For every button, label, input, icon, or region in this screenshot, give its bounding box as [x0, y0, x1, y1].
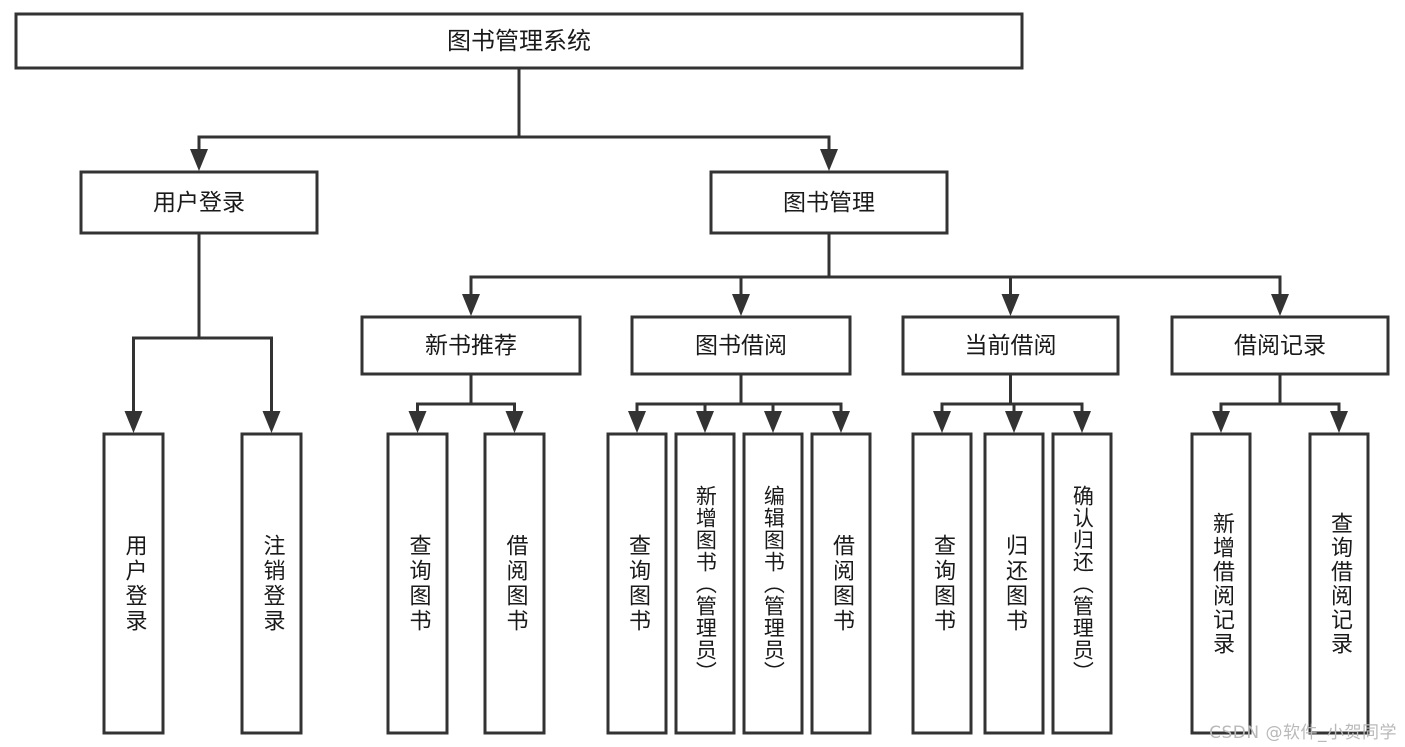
watermark-text: CSDN @软件_小贺同学 [1209, 723, 1397, 743]
arrow-head-icon [1212, 411, 1230, 433]
node-box-leaf-rec-query-record[interactable] [1308, 432, 1370, 735]
node-box-root[interactable] [14, 12, 1024, 70]
arrow-head-icon [505, 411, 524, 433]
node-label-book-manage: 图书管理 [783, 190, 875, 216]
arrow-head-icon [832, 411, 850, 433]
node-box-leaf-user-login[interactable] [102, 432, 165, 735]
node-label-borrow-record: 借阅记录 [1234, 333, 1326, 359]
node-label-new-book-rec: 新书推荐 [425, 333, 517, 359]
node-box-borrow-record[interactable] [1170, 315, 1390, 376]
node-box-leaf-borrow-borrow-book[interactable] [810, 432, 872, 735]
arrow-head-icon [1073, 411, 1091, 433]
arrow-head-icon [732, 294, 750, 316]
node-label-root: 图书管理系统 [447, 27, 591, 55]
arrow-head-icon [820, 149, 838, 171]
node-box-leaf-borrow-add-book[interactable] [674, 432, 736, 735]
node-box-leaf-cur-query-book[interactable] [911, 432, 973, 735]
node-box-leaf-cur-confirm-return[interactable] [1051, 432, 1113, 735]
node-label-user-login: 用户登录 [153, 190, 245, 216]
arrow-head-icon [1271, 294, 1289, 316]
arrow-head-icon [933, 411, 951, 433]
node-box-leaf-rec-borrow-book[interactable] [483, 432, 546, 735]
arrow-head-icon [190, 149, 208, 171]
arrow-head-icon [1330, 411, 1348, 433]
node-box-current-borrow[interactable] [901, 315, 1120, 376]
node-box-book-manage[interactable] [709, 170, 949, 235]
node-box-leaf-user-logout[interactable] [240, 432, 303, 735]
node-box-user-login[interactable] [79, 170, 319, 235]
node-box-leaf-borrow-edit-book[interactable] [742, 432, 804, 735]
node-box-leaf-rec-query-book[interactable] [386, 432, 449, 735]
node-box-leaf-borrow-query-book[interactable] [606, 432, 668, 735]
arrow-head-icon [628, 411, 646, 433]
arrow-head-icon [764, 411, 782, 433]
node-box-new-book-rec[interactable] [360, 315, 582, 376]
arrow-head-icon [1005, 411, 1023, 433]
connectors-layer [124, 66, 1348, 433]
arrow-head-icon [262, 411, 281, 433]
node-label-current-borrow: 当前借阅 [965, 333, 1057, 359]
node-label-book-borrow: 图书借阅 [695, 333, 787, 359]
arrow-head-icon [696, 411, 714, 433]
node-box-book-borrow[interactable] [630, 315, 852, 376]
arrow-head-icon [1001, 294, 1020, 316]
node-box-leaf-cur-return-book[interactable] [983, 432, 1045, 735]
arrow-head-icon [124, 411, 143, 433]
arrow-head-icon [408, 411, 427, 433]
node-box-leaf-rec-add-record[interactable] [1190, 432, 1252, 735]
arrow-head-icon [462, 294, 480, 316]
